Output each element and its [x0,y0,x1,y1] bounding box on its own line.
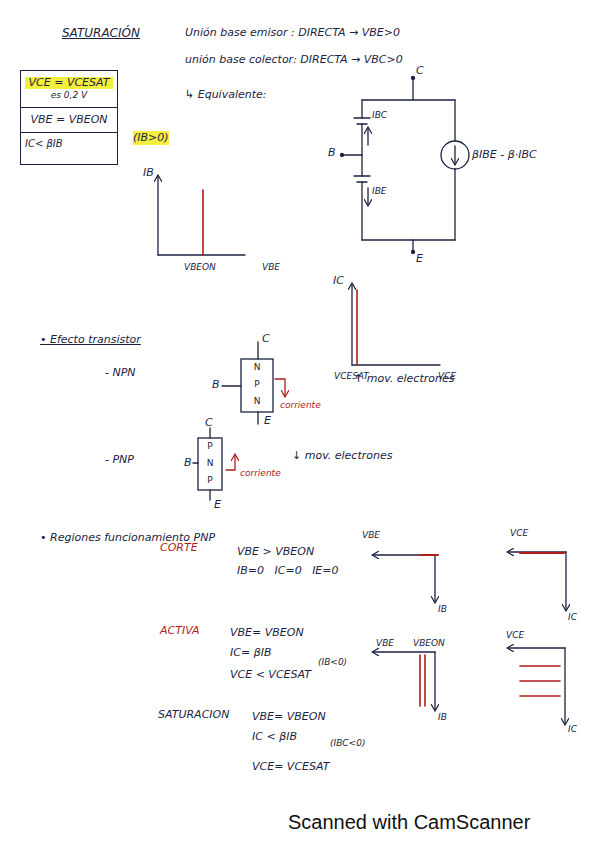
condition-text: es 0,2 V [21,89,117,101]
note-text: VBE [376,638,394,649]
layer-letter: P [241,377,273,391]
note-text: C [416,64,424,78]
layer-letter: P [198,473,222,487]
note-text: (IBC<0) [330,738,365,749]
note-text: SATURACION [158,708,229,722]
note-text: ACTIVA [160,624,199,638]
condition-text: VCE = VCESAT [25,77,113,89]
ib-vbe-graph [158,176,245,255]
note-text: VCE < VCESAT [230,668,311,682]
note-text: VBE > VBEON [237,545,314,559]
note-text: IB [438,712,447,723]
layer-letter: P [198,439,222,453]
note-text: B [212,378,220,392]
note-text: IBC [372,110,387,121]
semiconductor-layer: P [198,439,222,456]
activa-graphs [373,648,565,724]
note-text: IB [438,604,447,615]
condition-text: IC< βIB [21,132,117,150]
note-text: E [416,252,423,266]
note-text: VCE [510,528,528,539]
note-text: C [262,332,270,346]
note-text: VBE= VBEON [230,626,304,640]
note-text: E [264,414,271,428]
equivalent-circuit [341,77,470,254]
note-text: VCE= VCESAT [252,760,329,774]
condition-text: VBE = VBEON [21,107,117,132]
note-text: IBE [372,186,387,197]
note-text: IC [568,724,577,735]
note-text: IC [333,274,344,288]
note-text: Unión base emisor : DIRECTA → VBE>0 [185,26,400,40]
note-text: ↓ mov. electrones [292,449,392,463]
note-text: VBE= VBEON [252,710,326,724]
note-text: IC [568,612,577,623]
semiconductor-layer: N [198,456,222,473]
note-text: B [184,456,192,470]
note-text: βIBE - β·IBC [472,148,537,162]
note-text: • Efecto transistor [40,333,141,347]
note-text: VCE [506,630,524,641]
note-text: ↑ mov. electrones [354,372,454,386]
note-text: corriente [280,400,321,411]
note-text: E [214,498,221,512]
pnp-transistor [193,428,235,500]
note-text: ↳ Equivalente: [185,88,267,102]
ic-vce-graph [352,284,440,365]
note-text: CORTE [160,541,198,555]
npn-transistor [222,342,285,424]
note-text: unión base colector: DIRECTA → VBC>0 [185,53,403,67]
note-text: IC= βIB [230,646,271,660]
note-text: VBEON [184,262,216,273]
note-text: B [328,146,336,160]
layer-letter: N [241,394,273,408]
note-text: IB [143,166,154,180]
note-text: SATURACIÓN [62,26,140,40]
semiconductor-layer: N [241,360,273,377]
note-text: - NPN [105,366,136,380]
note-text: VBE [262,262,280,273]
semiconductor-layer: P [241,377,273,394]
note-text: IC < βIB [252,730,297,744]
corte-graphs [373,552,566,610]
note-text: C [205,416,213,430]
note-text: - PNP [105,453,134,467]
note-text: (IB<0) [318,657,347,668]
semiconductor-layer: P [198,473,222,490]
summary-box: VCE = VCESATes 0,2 V VBE = VBEONIC< βIB [20,70,118,165]
layer-letter: N [241,360,273,374]
note-text: corriente [240,468,281,479]
note-text: (IB>0) [133,131,169,145]
layer-letter: N [198,456,222,470]
watermark: Scanned with CamScanner [288,810,530,834]
note-text: VBEON [413,638,445,649]
note-text: VBE [362,530,380,541]
semiconductor-layer: N [241,394,273,411]
note-text: IB=0 IC=0 IE=0 [237,564,339,578]
